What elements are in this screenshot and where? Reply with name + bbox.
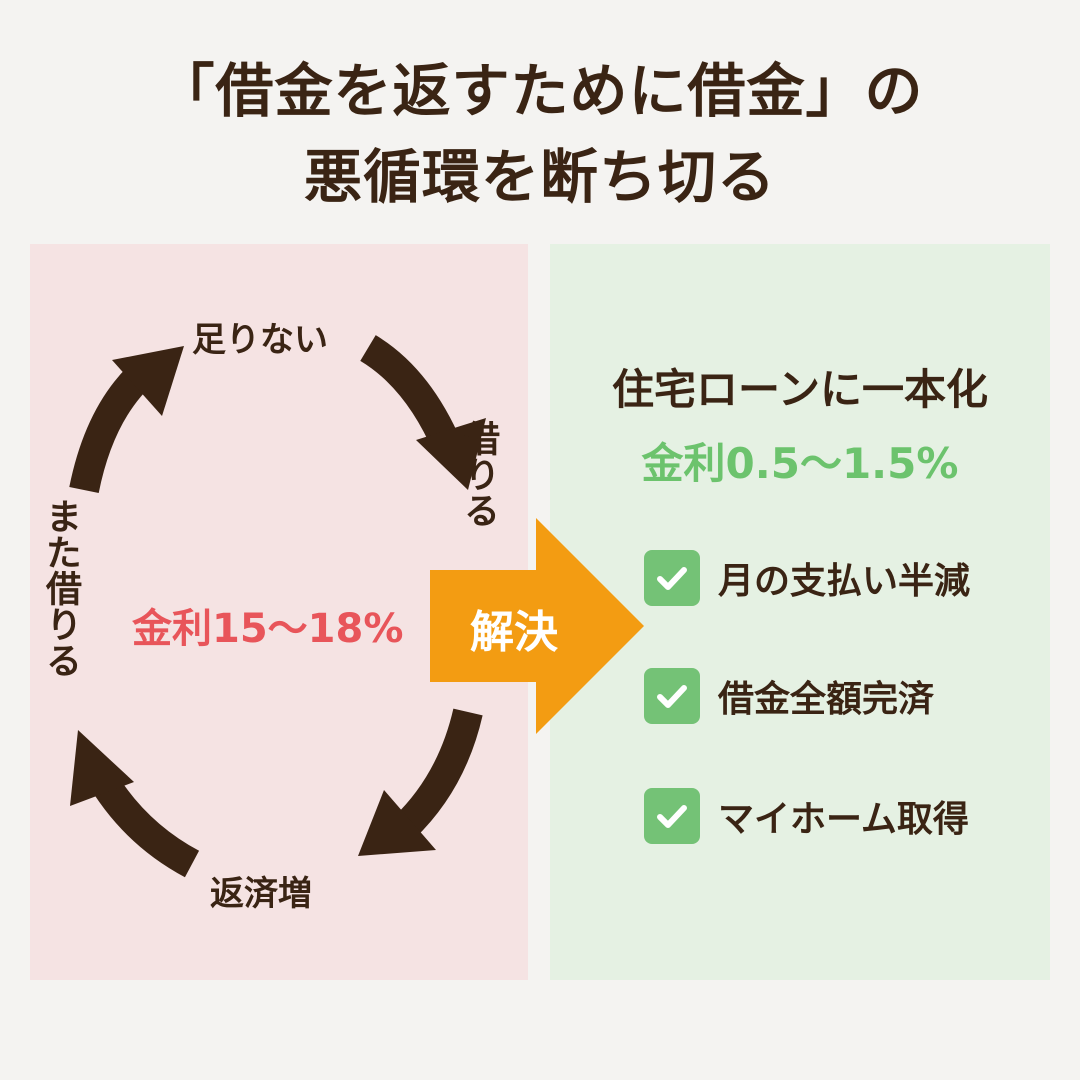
- cycle-step-shortfall: 足りない: [192, 320, 328, 360]
- benefit-item: 月の支払い半減: [644, 550, 970, 606]
- solution-panel: [550, 244, 1050, 980]
- benefit-item: 借金全額完済: [644, 668, 934, 724]
- benefit-text: マイホーム取得: [718, 799, 969, 840]
- check-icon: [644, 550, 700, 606]
- benefit-text: 月の支払い半減: [718, 561, 971, 602]
- cycle-arrow-top-left: [69, 358, 157, 494]
- cycle-arrow-bottom-right-head: [358, 790, 436, 856]
- solve-label: 解決: [470, 607, 558, 658]
- solve-arrow-shape: [430, 518, 644, 734]
- benefit-text: 借金全額完済: [718, 679, 935, 720]
- cycle-step-repayment-increase: 返済増: [210, 874, 312, 914]
- cycle-arrow-top-left-head: [112, 346, 184, 416]
- page-title-line-1: 「借金を返すために借金」の: [156, 57, 924, 125]
- cycle-step-borrow-again: また借りる: [40, 498, 81, 678]
- benefit-item: マイホーム取得: [644, 788, 969, 844]
- low-interest-rate: 金利0.5〜1.5%: [641, 439, 959, 488]
- page-title-line-2: 悪循環を断ち切る: [303, 143, 776, 211]
- cycle-arrow-bottom-left-head: [70, 730, 134, 806]
- cycle-step-borrow: 借りる: [458, 420, 499, 528]
- cycle-arrow-top-right: [359, 335, 462, 455]
- cycle-arrow-top-right-head: [416, 418, 486, 490]
- solve-arrow: [430, 518, 644, 734]
- high-interest-rate: 金利15〜18%: [132, 606, 404, 652]
- check-icon: [644, 668, 700, 724]
- cycle-arrow-bottom-right: [393, 708, 483, 839]
- consolidation-plan-title: 住宅ローンに一本化: [612, 365, 988, 414]
- page-title: 「借金を返すために借金」の 悪循環を断ち切る: [0, 48, 1080, 220]
- check-icon: [644, 788, 700, 844]
